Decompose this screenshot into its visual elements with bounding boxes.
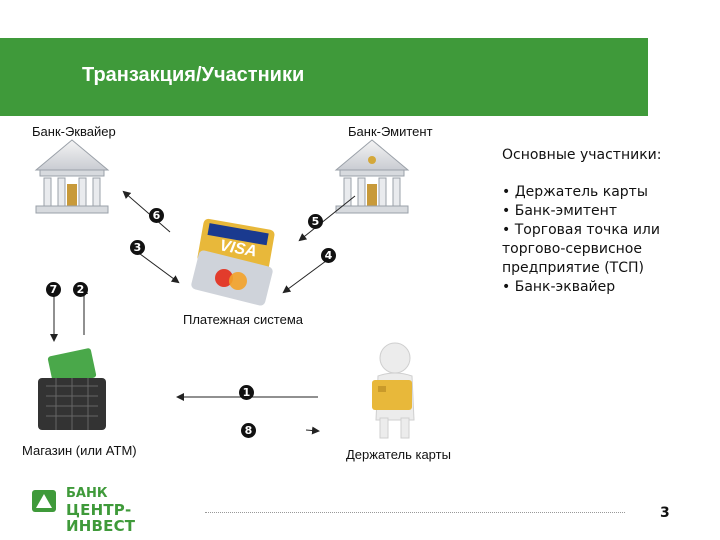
card-icon [191, 218, 275, 306]
flow-arrow [282, 257, 331, 294]
step-number: 6 [149, 208, 164, 223]
bank-icon [34, 139, 110, 214]
participant-item: • Торговая точка или торгово-сервисное п… [502, 222, 660, 276]
basket-icon [38, 348, 106, 430]
step-number: 3 [130, 240, 145, 255]
title-banner: Транзакция/Участники [0, 38, 648, 116]
node-label-cardholder: Держатель карты [346, 447, 451, 462]
footer-divider [205, 512, 625, 513]
flow-arrow [298, 195, 356, 242]
node-label-store: Магазин (или ATM) [22, 443, 137, 458]
step-number: 8 [241, 423, 256, 438]
person-icon [372, 342, 415, 439]
participant-item: • Банк-эмитент [502, 203, 617, 219]
bank-logo: БАНК ЦЕНТР-ИНВЕСТ [30, 486, 135, 534]
step-number: 5 [308, 214, 323, 229]
logo-line-2: ЦЕНТР-ИНВЕСТ [66, 501, 136, 535]
participants-panel: Основные участники: • Держатель карты • … [502, 146, 682, 297]
step-number: 4 [321, 248, 336, 263]
bank-icon [334, 139, 410, 214]
card-brand: VISA [218, 237, 258, 260]
step-number: 1 [239, 385, 254, 400]
logo-line-1: БАНК [66, 486, 108, 501]
page-number: 3 [660, 505, 670, 521]
step-number: 7 [46, 282, 61, 297]
flow-arrow [305, 426, 320, 435]
node-label-issuer: Банк-Эмитент [348, 124, 433, 139]
node-label-acquirer: Банк-Эквайер [32, 124, 116, 139]
node-label-payment-system: Платежная система [183, 312, 303, 327]
participants-heading: Основные участники: [502, 147, 662, 163]
participant-item: • Банк-эквайер [502, 279, 616, 295]
participant-item: • Держатель карты [502, 184, 648, 200]
slide-title: Транзакция/Участники [82, 64, 305, 86]
step-number: 2 [73, 282, 88, 297]
flow-arrow [122, 190, 171, 233]
logo-icon [32, 490, 56, 512]
